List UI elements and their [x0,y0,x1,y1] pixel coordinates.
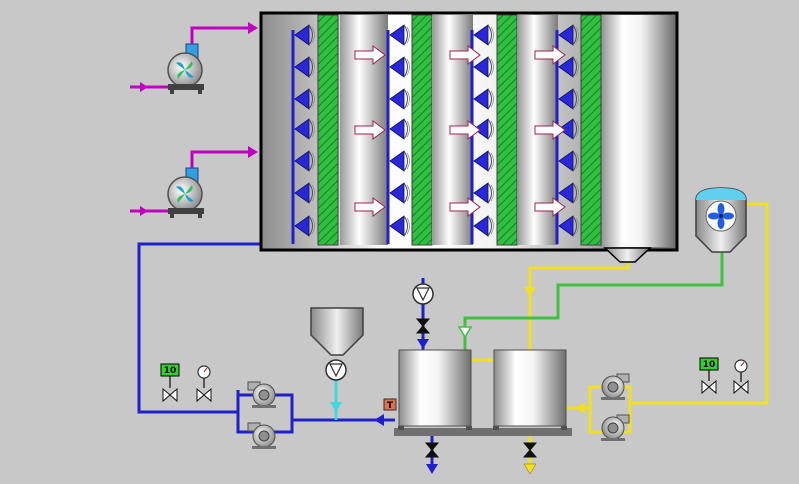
spray-nozzle-icon [389,215,410,237]
valve-icon[interactable] [701,379,717,395]
magenta-pipes [130,26,250,213]
chamber-flow-arrows [354,45,566,217]
feed-pump-2[interactable] [167,167,204,218]
spray-nozzle-icon [558,215,579,237]
mixing-tank[interactable] [398,349,472,427]
pump-icon[interactable] [247,422,276,449]
fan-icon [176,61,194,79]
flow-arrow-icon [449,197,481,217]
blue-pipes [137,242,555,470]
spray-nozzle-icon [558,182,579,204]
svg-text:10: 10 [164,366,177,376]
flow-arrow-icon [248,146,258,158]
pump-icon[interactable] [601,373,630,400]
flow-arrow-icon [330,402,342,412]
svg-text:10: 10 [703,360,716,370]
valve-icon[interactable] [522,442,538,458]
spray-nozzle-icon [294,118,315,140]
sensor-tag: T [387,401,394,411]
spray-nozzle-icon [558,118,579,140]
flow-arrow-icon [575,402,585,414]
cooling-vessel[interactable] [695,187,747,253]
magenta-arrows [140,22,258,216]
flow-arrow-icon [534,197,566,217]
spray-nozzle-icon [389,118,410,140]
spray-nozzle-icon [473,182,494,204]
flow-arrow-icon [354,197,386,217]
flow-arrow-icon [140,82,148,92]
flow-arrow-icon [524,287,536,297]
valve-icon[interactable] [162,387,178,403]
spray-nozzle-icon [294,88,315,110]
filter-band [496,14,518,246]
pump-icon[interactable] [247,381,276,408]
flow-arrow-icon [426,464,438,474]
spray-nozzle-icon [558,150,579,172]
spray-nozzle-icon [473,24,494,46]
valve-icon[interactable] [424,442,440,458]
valve-icon[interactable] [733,379,749,395]
spray-nozzle-icon [294,56,315,78]
spray-nozzle-icon [558,24,579,46]
fan-icon [708,203,734,229]
hopper-feeder[interactable] [325,359,347,381]
right-level-badge: 10 [699,357,719,371]
flow-arrow-icon [417,339,429,349]
spray-nozzles [294,24,579,237]
temperature-sensor-icon[interactable]: T [383,398,397,411]
spray-nozzle-icon [294,24,315,46]
pressure-gauge-icon [734,359,748,382]
spray-nozzle-icon [558,88,579,110]
left-level-badge: 10 [160,363,180,377]
green-pipe [463,250,724,350]
flow-arrow-icon [523,463,537,475]
flow-arrow-icon [457,326,473,339]
spray-nozzle-icon [294,215,315,237]
spray-nozzle-icon [558,56,579,78]
pressure-gauge-icon [197,365,211,388]
spray-nozzle-icon [473,150,494,172]
valve-icon[interactable] [415,318,431,334]
spray-nozzle-icon [389,24,410,46]
yellow-pipes [470,202,769,470]
flow-arrow-icon [534,120,566,140]
flow-arrow-icon [449,45,481,65]
spray-nozzle-icon [389,150,410,172]
feed-hopper[interactable] [310,307,364,356]
flow-arrow-icon [140,206,148,216]
spray-nozzle-icon [294,150,315,172]
tank-platform [394,428,572,436]
storage-tank[interactable] [493,349,567,427]
spray-nozzle-icon [294,182,315,204]
tank-feeder[interactable] [412,283,434,305]
flow-arrow-icon [354,45,386,65]
filter-band [411,14,433,246]
spray-nozzle-icon [473,56,494,78]
flow-arrow-icon [248,22,258,34]
pump-icon[interactable] [601,414,630,441]
feed-pump-1[interactable] [167,43,204,94]
flow-arrow-icon [449,120,481,140]
spray-nozzle-icon [389,88,410,110]
filter-band [317,14,339,246]
filter-band [580,14,602,246]
flow-arrow-icon [354,120,386,140]
flow-arrow-icon [534,45,566,65]
spray-nozzle-icon [389,182,410,204]
valve-icon[interactable] [196,387,212,403]
spray-nozzle-icon [473,88,494,110]
flow-arrow-icon [374,414,384,426]
spray-nozzle-icon [389,56,410,78]
fan-icon [176,185,194,203]
spray-nozzle-icon [473,118,494,140]
spray-nozzle-icon [473,215,494,237]
